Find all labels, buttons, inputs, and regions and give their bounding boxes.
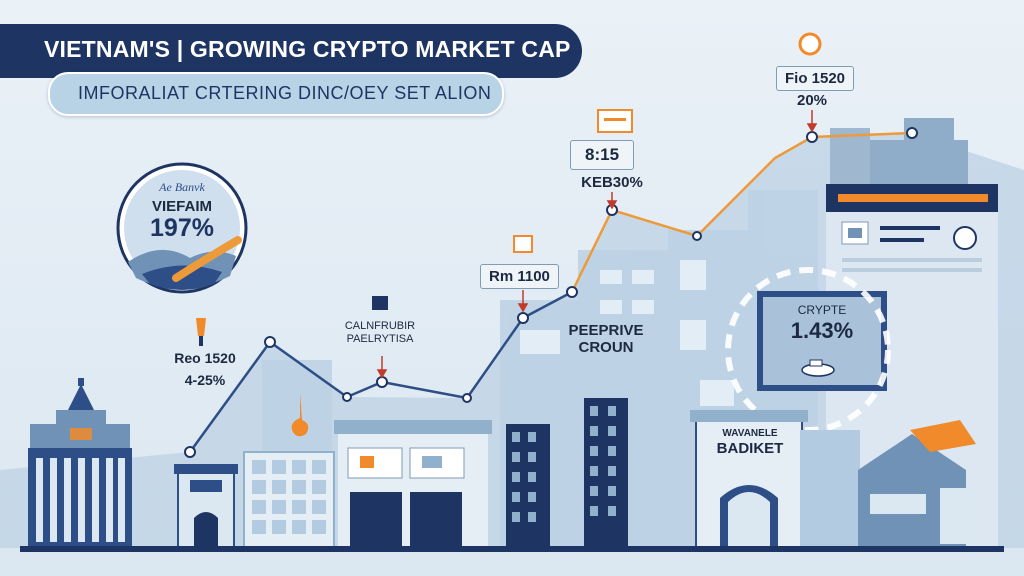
label-rm: Rm 1100 [480,264,559,289]
background-windows [520,260,734,406]
title-banner: VIETNAM'S | GROWING CRYPTO MARKET CAP [0,24,582,78]
pointer-arrows [376,110,818,379]
label-fio: Fio 1520 [776,66,855,91]
label-peeprive-line1: PEEPRIVE [568,322,644,339]
circle-badge-value: 197% [150,214,214,242]
shopfront [334,420,492,548]
label-crypto-panel-line1: CRYPTE [797,303,847,317]
label-keb: KEB30% [581,174,643,191]
label-calneurir: CALNFRUBIR PAELRYTISA [330,320,430,345]
crypto-panel [757,291,887,391]
label-time-box: 8:15 [570,140,635,170]
label-peeprive-line2: CROUN [578,339,634,357]
label-fio-pct: 20% [796,92,828,109]
subtitle-text: IMFORALIAT CRTERING DINC/OEY SET ALION [78,83,492,103]
page-title: VIETNAM'S | GROWING CRYPTO MARKET CAP [44,36,571,62]
label-reo: Reo 1520 4-25% [160,350,250,388]
navy-tower-left [506,424,550,548]
label-reo-line1: Reo 1520 [174,350,236,366]
label-bank: WAVANELE BADIKET [698,428,802,457]
right-house [800,420,976,548]
bitcoin-icon [798,32,822,56]
circle-badge-top: Ae Banvk [159,180,205,194]
clock-icon [513,235,533,253]
label-calneurir-line2: PAELRYTISA [346,332,414,345]
guitar-icon [291,392,309,437]
capital-building-icon [28,378,132,548]
navy-tower-right [584,398,628,548]
label-bank-line1: WAVANELE [722,428,778,439]
label-crypto-panel: CRYPTE 1.43% [767,303,877,343]
circle-badge-art [116,162,248,294]
label-calneurir-line1: CALNFRUBIR [344,320,416,332]
label-reo-line2: 4-25% [184,372,226,389]
note-card-icon [597,109,633,133]
label-bank-line2: BADIKET [716,439,784,457]
trend-line-orange [570,131,913,293]
flag-icon [372,296,388,310]
subtitle-bar: IMFORALIAT CRTERING DINC/OEY SET ALION [48,72,504,116]
lamp-icon [196,318,206,336]
label-crypto-panel-value: 1.43% [790,317,854,343]
circle-badge-name: VIEFAIM [151,198,212,215]
label-peeprive: PEEPRIVE CROUN [556,322,656,357]
bank-building-icon [690,410,808,549]
grid-building [243,451,335,549]
small-bank [174,464,238,549]
